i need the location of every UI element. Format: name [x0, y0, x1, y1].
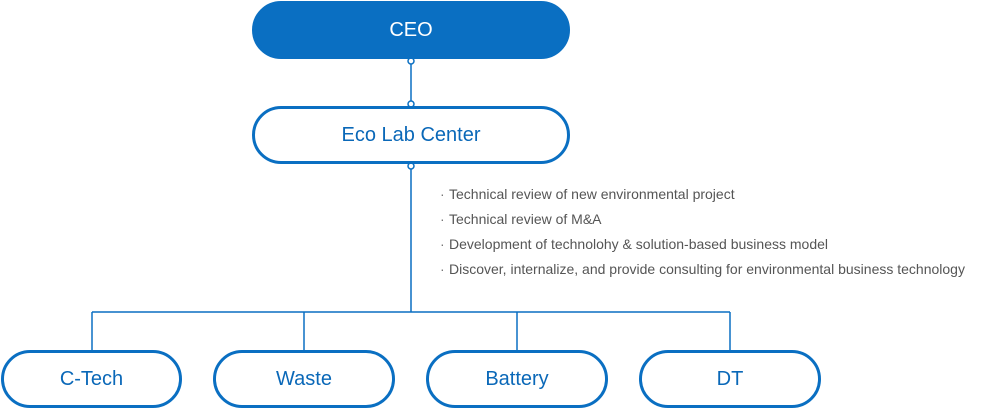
role-item: Discover, internalize, and provide consu…: [440, 257, 986, 282]
eco-lab-center-node: Eco Lab Center: [252, 106, 570, 164]
waste-node: Waste: [213, 350, 395, 408]
eco-lab-center-roles: Technical review of new environmental pr…: [440, 182, 986, 282]
waste-label: Waste: [276, 367, 332, 390]
dt-node: DT: [639, 350, 821, 408]
ceo-label: CEO: [389, 18, 433, 41]
dt-label: DT: [716, 367, 744, 390]
battery-node: Battery: [426, 350, 608, 408]
ceo-node: CEO: [252, 1, 570, 59]
c-tech-label: C-Tech: [59, 367, 124, 390]
role-item: Development of technolohy & solution-bas…: [440, 232, 986, 257]
eco-lab-center-label: Eco Lab Center: [341, 123, 481, 146]
role-item: Technical review of M&A: [440, 207, 986, 232]
c-tech-node: C-Tech: [1, 350, 182, 408]
battery-label: Battery: [485, 367, 549, 390]
role-item: Technical review of new environmental pr…: [440, 182, 986, 207]
